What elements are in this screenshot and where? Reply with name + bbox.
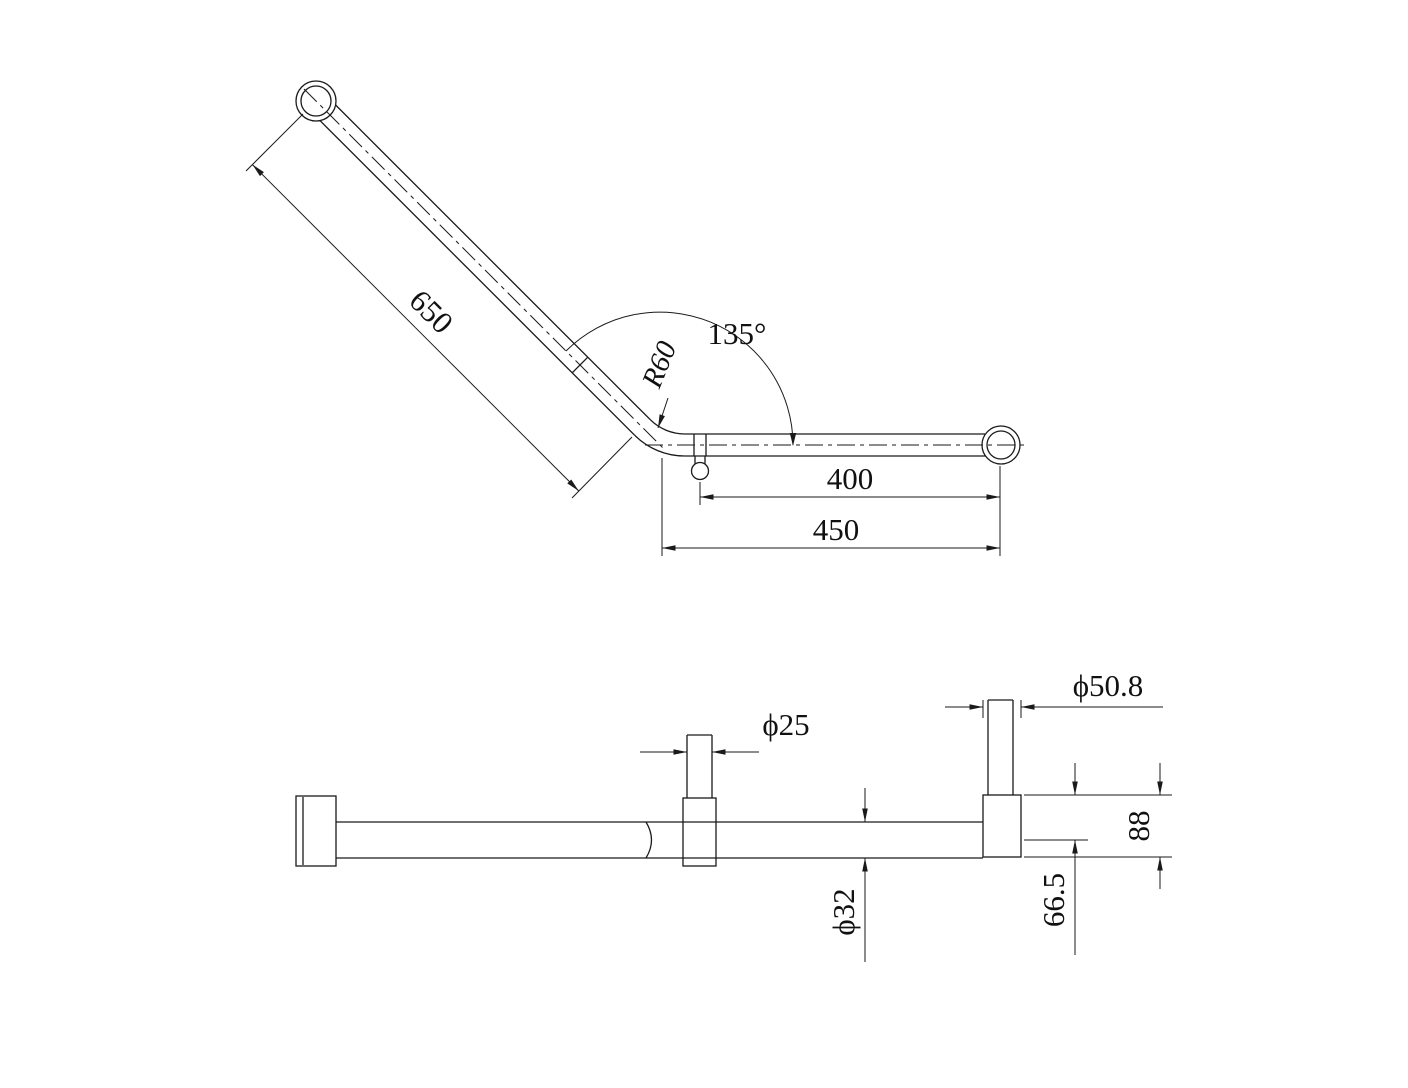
- left-end-cap: [295, 795, 337, 867]
- end-flange-circle: [981, 425, 1021, 465]
- rail-outline: [295, 80, 1021, 481]
- end-flange-inner-circle: [986, 430, 1016, 460]
- dim-32-label: ϕ32: [826, 888, 861, 935]
- upper-flange-circle: [295, 80, 337, 122]
- dim-400: [699, 466, 1001, 556]
- dim-r60-label: R60: [636, 337, 684, 394]
- dim-66-5-label: 66.5: [1036, 873, 1071, 927]
- mounting-lug-circle: [690, 461, 710, 481]
- side-rail-outline: [295, 699, 1022, 867]
- front-view: 650 135° R60 400 450: [245, 80, 1026, 556]
- dim-400-label: 400: [827, 461, 874, 496]
- dim-88-label: 88: [1121, 811, 1156, 842]
- dim-50-8: [945, 700, 1163, 718]
- dim-650-label: 650: [403, 283, 461, 341]
- dim-135deg: [565, 311, 797, 446]
- bend-outer-arc: [634, 434, 685, 457]
- bend-inner-arc: [649, 419, 685, 435]
- dim-450-label: 450: [813, 512, 860, 547]
- joint-tick: [571, 356, 589, 374]
- dim-50-8-label: ϕ50.8: [1073, 668, 1144, 703]
- dim-88: [1024, 763, 1172, 889]
- dim-135deg-label: 135°: [708, 316, 767, 351]
- dim-25-label: ϕ25: [762, 707, 809, 742]
- dim-450: [661, 458, 1000, 556]
- bend-silhouette: [645, 821, 653, 859]
- dim-650: [245, 113, 633, 499]
- upper-flange-inner-circle: [300, 85, 332, 117]
- stub-sleeve: [682, 797, 717, 867]
- right-flange: [982, 794, 1022, 858]
- centerlines: [303, 88, 1026, 452]
- dim-66-5: [1024, 763, 1088, 955]
- side-view: ϕ25 ϕ50.8 88 66.5 ϕ32: [295, 668, 1172, 962]
- dim-r60: [657, 397, 669, 429]
